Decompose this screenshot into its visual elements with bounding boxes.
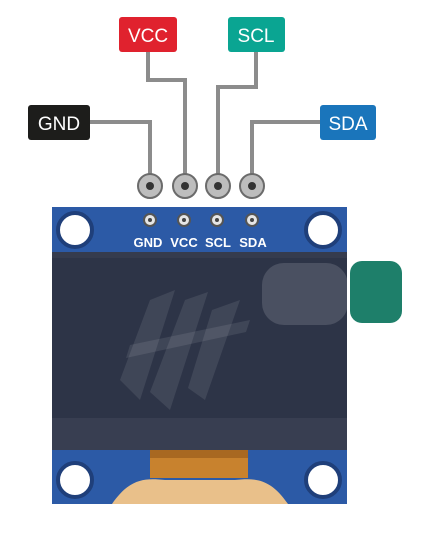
silk-gnd: GND <box>134 235 163 250</box>
pin-header-icon <box>137 173 163 199</box>
sda-label: SDA <box>328 114 367 135</box>
display-bottom-bezel <box>52 418 347 450</box>
gnd-tag: GND <box>28 105 90 140</box>
scl-wire <box>216 52 258 180</box>
gnd-label: GND <box>38 114 80 135</box>
connection-wires <box>90 52 320 180</box>
mounting-hole-icon <box>56 461 94 499</box>
vcc-wire <box>146 52 187 180</box>
ribbon-cable-icon <box>112 450 288 504</box>
scl-tag: SCL <box>228 17 285 52</box>
scl-label: SCL <box>238 26 275 47</box>
gnd-wire <box>90 120 152 180</box>
display-glare-icon <box>120 263 348 410</box>
silk-sda: SDA <box>239 235 267 250</box>
vcc-tag: VCC <box>119 17 177 52</box>
sda-wire <box>250 120 320 180</box>
mounting-hole-icon <box>56 211 94 249</box>
silk-scl: SCL <box>205 235 231 250</box>
display-screen <box>52 258 347 418</box>
silk-vcc: VCC <box>170 235 198 250</box>
board-silkscreen: GND VCC SCL SDA <box>134 235 268 250</box>
pin-header <box>137 173 265 199</box>
ribbon-tab <box>350 261 402 323</box>
vcc-label: VCC <box>128 26 168 47</box>
pin-header-icon <box>172 173 198 199</box>
mounting-hole-icon <box>304 461 342 499</box>
board-pads <box>143 213 259 227</box>
sda-tag: SDA <box>320 105 376 140</box>
pin-header-icon <box>205 173 231 199</box>
mounting-hole-icon <box>304 211 342 249</box>
pin-header-icon <box>239 173 265 199</box>
